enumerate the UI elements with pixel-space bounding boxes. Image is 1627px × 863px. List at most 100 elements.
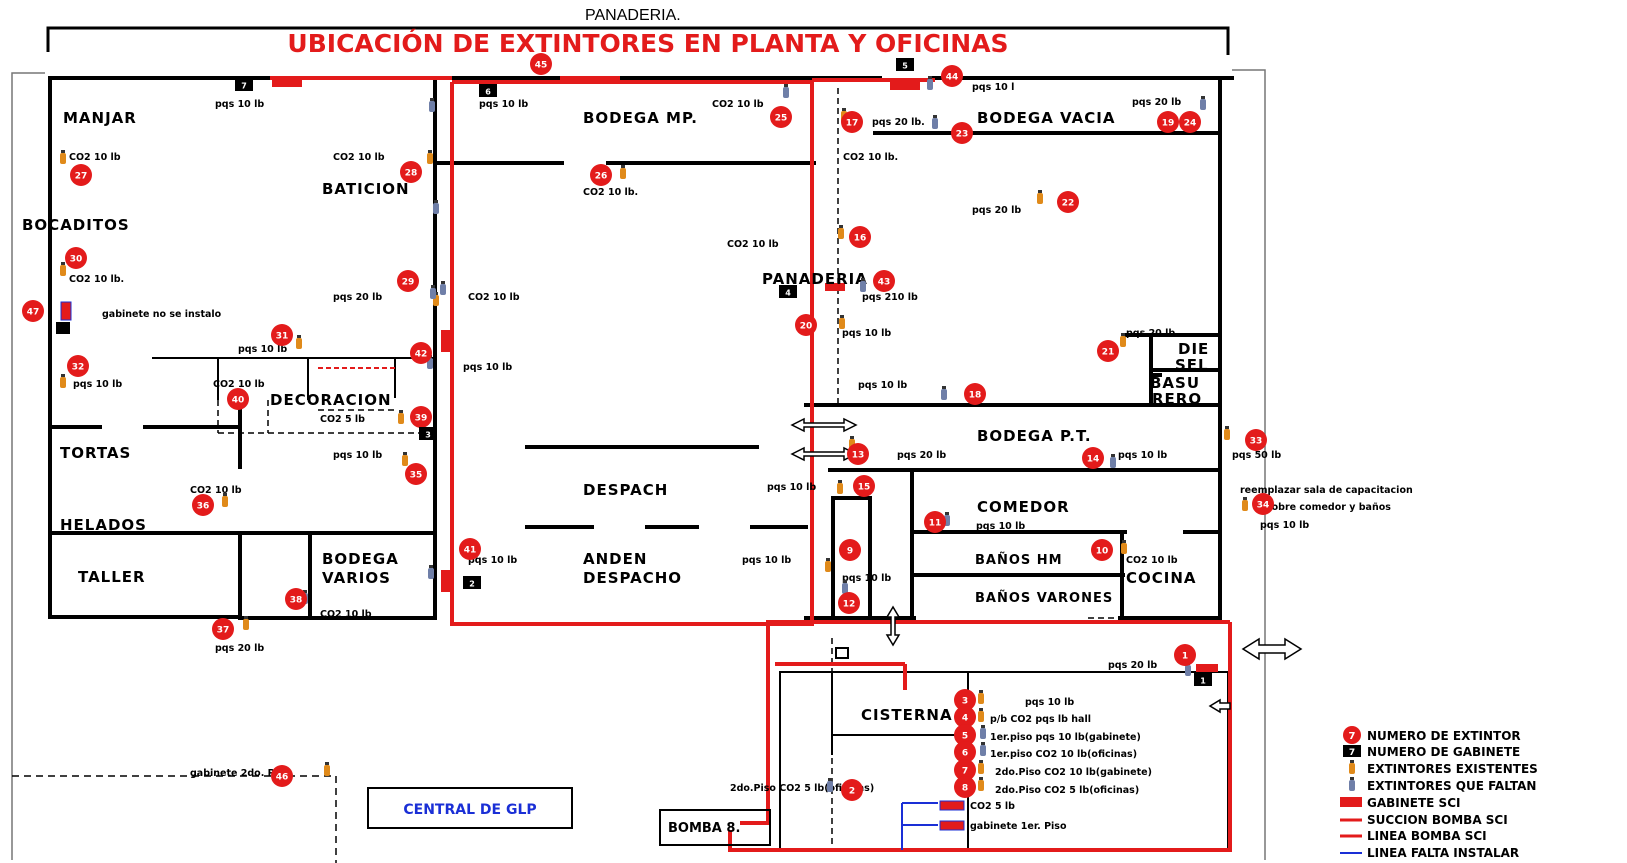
extinguisher-marker: 28 (400, 161, 422, 183)
room-label: DESPACH (583, 481, 668, 499)
cabinet-marker-small (56, 322, 70, 334)
extinguisher-number: 46 (276, 773, 289, 783)
room-label: COMEDOR (977, 498, 1070, 516)
room-label: VARIOS (322, 569, 391, 587)
note: CO2 10 lb. (843, 152, 898, 163)
note: 1er.piso CO2 10 lb(oficinas) (990, 749, 1137, 760)
existing-extinguisher-icon (60, 262, 66, 276)
note: pqs 10 lb (238, 344, 287, 355)
extinguisher-marker: 44 (941, 65, 963, 87)
note: pqs 10 lb (858, 380, 907, 391)
note: pqs 20 lb (333, 292, 382, 303)
extinguisher-marker: 36 (192, 494, 214, 516)
walls (48, 76, 1234, 620)
extinguisher-number: 4 (962, 714, 968, 724)
central-glp-label: CENTRAL DE GLP (403, 802, 536, 818)
note: CO2 10 lb (333, 152, 385, 163)
missing-extinguisher-icon (827, 778, 833, 792)
cabinet-number: 3 (425, 431, 431, 440)
extinguisher-number: 25 (775, 114, 788, 124)
room-label: COCINA (1126, 569, 1197, 587)
extinguisher-marker: 39 (410, 406, 432, 428)
extinguisher-number: 7 (962, 767, 968, 777)
note: 1er.piso pqs 10 lb(gabinete) (990, 732, 1141, 743)
extinguisher-marker: 17 (841, 111, 863, 133)
extinguisher-marker: 24 (1179, 111, 1201, 133)
existing-extinguisher-icon (837, 480, 843, 494)
legend-missing-icon (1349, 777, 1355, 791)
legend-gabinete-marker (1343, 745, 1361, 757)
extinguisher-marker: 35 (405, 463, 427, 485)
title-bracket (46, 26, 1230, 55)
existing-extinguisher-icon (222, 493, 228, 507)
cabinet-marker: 2 (463, 576, 481, 589)
extinguisher-number: 5 (962, 732, 968, 742)
extinguisher-number: 41 (464, 546, 477, 556)
room-label: DECORACION (270, 391, 392, 409)
extinguisher-number: 8 (962, 784, 968, 794)
missing-extinguisher-icon (860, 278, 866, 292)
note: CO2 10 lb (468, 292, 520, 303)
note: pqs 20 lb (215, 643, 264, 654)
extinguisher-number: 12 (843, 600, 856, 610)
extinguisher-marker: 33 (1245, 429, 1267, 451)
legend-label: NUMERO DE GABINETE (1367, 745, 1520, 759)
note: pqs 10 lb (333, 450, 382, 461)
extinguisher-number: 28 (405, 169, 418, 179)
extinguisher-marker: 7 (954, 759, 976, 781)
room-label: BAÑOS VARONES (975, 590, 1113, 606)
legend-label: SUCCION BOMBA SCI (1367, 813, 1508, 827)
existing-extinguisher-icon (324, 762, 330, 776)
missing-extinguisher-icon (932, 115, 938, 129)
cabinet-marker: 7 (235, 78, 253, 91)
room-label: BODEGA P.T. (977, 427, 1092, 445)
existing-extinguisher-icon (398, 410, 404, 424)
extinguisher-marker: 41 (459, 538, 481, 560)
extinguisher-marker: 29 (397, 270, 419, 292)
room-label: BODEGA (322, 550, 399, 568)
extinguisher-number: 47 (27, 308, 40, 318)
note: pqs 10 l (972, 82, 1014, 93)
extinguisher-number: 31 (276, 332, 289, 342)
extinguisher-number: 35 (410, 471, 423, 481)
extinguisher-number: 10 (1096, 547, 1109, 557)
note: CO2 10 lb (1126, 555, 1178, 566)
room-label: MANJAR (63, 109, 137, 127)
extinguisher-marker: 25 (770, 106, 792, 128)
note: pqs 210 lb (862, 292, 918, 303)
existing-extinguisher-icon (1120, 333, 1126, 347)
note: pqs 20 lb (1132, 97, 1181, 108)
extinguisher-marker: 43 (873, 270, 895, 292)
note: pqs 20 lb (1126, 328, 1175, 339)
extinguisher-marker: 32 (67, 355, 89, 377)
extinguisher-number: 29 (402, 278, 415, 288)
room-label: RERO (1152, 390, 1202, 408)
cabinet-marker: 1 (1194, 673, 1212, 686)
extinguisher-number: 17 (846, 119, 859, 129)
plan-title: UBICACIÓN DE EXTINTORES EN PLANTA Y OFIC… (287, 28, 1008, 58)
note: pqs 10 lb (479, 99, 528, 110)
note: 2do.Piso CO2 5 lb(oficinas) (995, 785, 1139, 796)
existing-extinguisher-icon (1242, 497, 1248, 511)
extinguisher-number: 3 (962, 697, 968, 707)
extinguisher-number: 21 (1102, 348, 1115, 358)
extinguisher-number: 24 (1184, 119, 1197, 129)
note: pqs 20 lb (972, 205, 1021, 216)
legend-label: LINEA BOMBA SCI (1367, 829, 1487, 843)
extinguisher-number: 34 (1257, 501, 1270, 511)
extinguisher-marker: 14 (1082, 447, 1104, 469)
extinguisher-marker: 3 (954, 689, 976, 711)
missing-extinguisher-icon (433, 200, 439, 214)
extinguisher-marker: 6 (954, 741, 976, 763)
note: gabinete 1er. Piso (970, 821, 1067, 832)
extinguisher-marker: 5 (954, 724, 976, 746)
thin-walls (152, 335, 1151, 405)
extinguisher-number: 23 (956, 130, 969, 140)
extinguisher-marker: 21 (1097, 340, 1119, 362)
extinguisher-number: 30 (70, 255, 83, 265)
note: CO2 10 lb (712, 99, 764, 110)
extinguisher-marker: 10 (1091, 539, 1113, 561)
note: CO2 5 lb (320, 414, 365, 425)
cabinet-marker: 5 (896, 58, 914, 71)
